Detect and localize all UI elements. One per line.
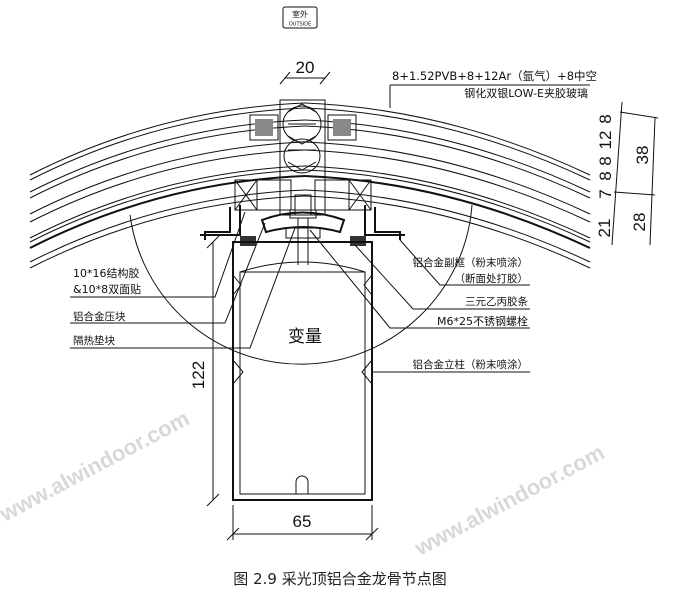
svg-text:65: 65 bbox=[293, 512, 312, 531]
glass-layer-line bbox=[304, 189, 591, 263]
glass-layer-line bbox=[304, 149, 591, 223]
glass-joint bbox=[234, 99, 372, 216]
svg-text:M6*25不锈钢螺栓: M6*25不锈钢螺栓 bbox=[437, 314, 528, 328]
glass-layer-line bbox=[29, 169, 306, 243]
svg-text:28: 28 bbox=[630, 213, 649, 232]
glass-layer-line bbox=[29, 189, 306, 263]
glass-layer-line bbox=[304, 102, 591, 176]
glass-layer-line bbox=[29, 175, 306, 249]
dimension-20: 20 bbox=[279, 58, 331, 85]
svg-text:8: 8 bbox=[596, 114, 615, 123]
svg-text:8: 8 bbox=[596, 156, 615, 165]
variable-angle-arc bbox=[129, 204, 473, 365]
glass-layer-line bbox=[29, 149, 306, 223]
figure-caption: 图 2.9 采光顶铝合金龙骨节点图 bbox=[233, 570, 447, 588]
svg-text:铝合金立柱（粉末喷涂）: 铝合金立柱（粉末喷涂） bbox=[413, 358, 529, 371]
svg-text:8+1.52PVB+8+12Ar（氩气）+8中空: 8+1.52PVB+8+12Ar（氩气）+8中空 bbox=[392, 69, 597, 83]
svg-text:钢化双银LOW-E夹胶玻璃: 钢化双银LOW-E夹胶玻璃 bbox=[464, 86, 588, 100]
svg-text:室外: 室外 bbox=[292, 9, 308, 19]
outside-tag: 室外 OUTSIDE bbox=[282, 6, 318, 29]
glass-layer-line bbox=[29, 165, 306, 239]
svg-text:铝合金压块: 铝合金压块 bbox=[73, 310, 126, 323]
dimension-65: 65 bbox=[226, 505, 379, 541]
glass-layer-line bbox=[29, 107, 306, 181]
glass-layer-line bbox=[304, 195, 591, 269]
dimension-122: 122 bbox=[189, 235, 220, 507]
svg-text:10*16结构胶: 10*16结构胶 bbox=[73, 266, 140, 280]
glass-layer-line bbox=[29, 141, 306, 215]
watermarks: www.alwindoor.com www.alwindoor.com bbox=[0, 405, 608, 560]
glass-layer-line bbox=[304, 107, 591, 181]
svg-text:三元乙丙胶条: 三元乙丙胶条 bbox=[465, 295, 528, 308]
right-callouts: 铝合金副框（粉末喷涂） （断面处打胶） 三元乙丙胶条 M6*25不锈钢螺栓 铝合… bbox=[309, 229, 530, 373]
variable-label: 变量 bbox=[288, 327, 322, 346]
svg-text:铝合金副框（粉末喷涂）: 铝合金副框（粉末喷涂） bbox=[413, 256, 529, 269]
svg-text:122: 122 bbox=[189, 361, 208, 389]
svg-text:（断面处打胶）: （断面处打胶） bbox=[455, 272, 529, 285]
svg-text:38: 38 bbox=[633, 146, 652, 165]
glass-spec-callout: 8+1.52PVB+8+12Ar（氩气）+8中空 钢化双银LOW-E夹胶玻璃 bbox=[389, 69, 597, 108]
glass-layer-line bbox=[304, 169, 591, 243]
aluminum-mullion bbox=[232, 241, 373, 501]
svg-text:隔热垫块: 隔热垫块 bbox=[73, 334, 115, 347]
laminated-insulated-glass bbox=[29, 102, 591, 269]
dimension-stack: 8 12 8 8 7 21 38 28 bbox=[595, 101, 659, 246]
svg-text:OUTSIDE: OUTSIDE bbox=[289, 22, 311, 28]
glass-layer-line bbox=[304, 175, 591, 249]
left-callouts: 10*16结构胶 &10*8双面贴 铝合金压块 隔热垫块 bbox=[70, 211, 296, 349]
glass-layer-line bbox=[304, 141, 591, 215]
watermark: www.alwindoor.com bbox=[410, 439, 609, 560]
glass-layer-line bbox=[29, 195, 306, 269]
svg-text:8: 8 bbox=[596, 171, 615, 180]
svg-text:21: 21 bbox=[595, 219, 614, 238]
svg-text:7: 7 bbox=[596, 189, 615, 198]
glass-layer-line bbox=[304, 165, 591, 239]
watermark: www.alwindoor.com bbox=[0, 405, 193, 526]
pressure-plate-and-bolt bbox=[200, 194, 405, 265]
svg-text:&10*8双面贴: &10*8双面贴 bbox=[73, 282, 141, 296]
svg-text:20: 20 bbox=[296, 58, 315, 77]
glass-layer-line bbox=[29, 102, 306, 176]
svg-text:12: 12 bbox=[596, 131, 615, 150]
